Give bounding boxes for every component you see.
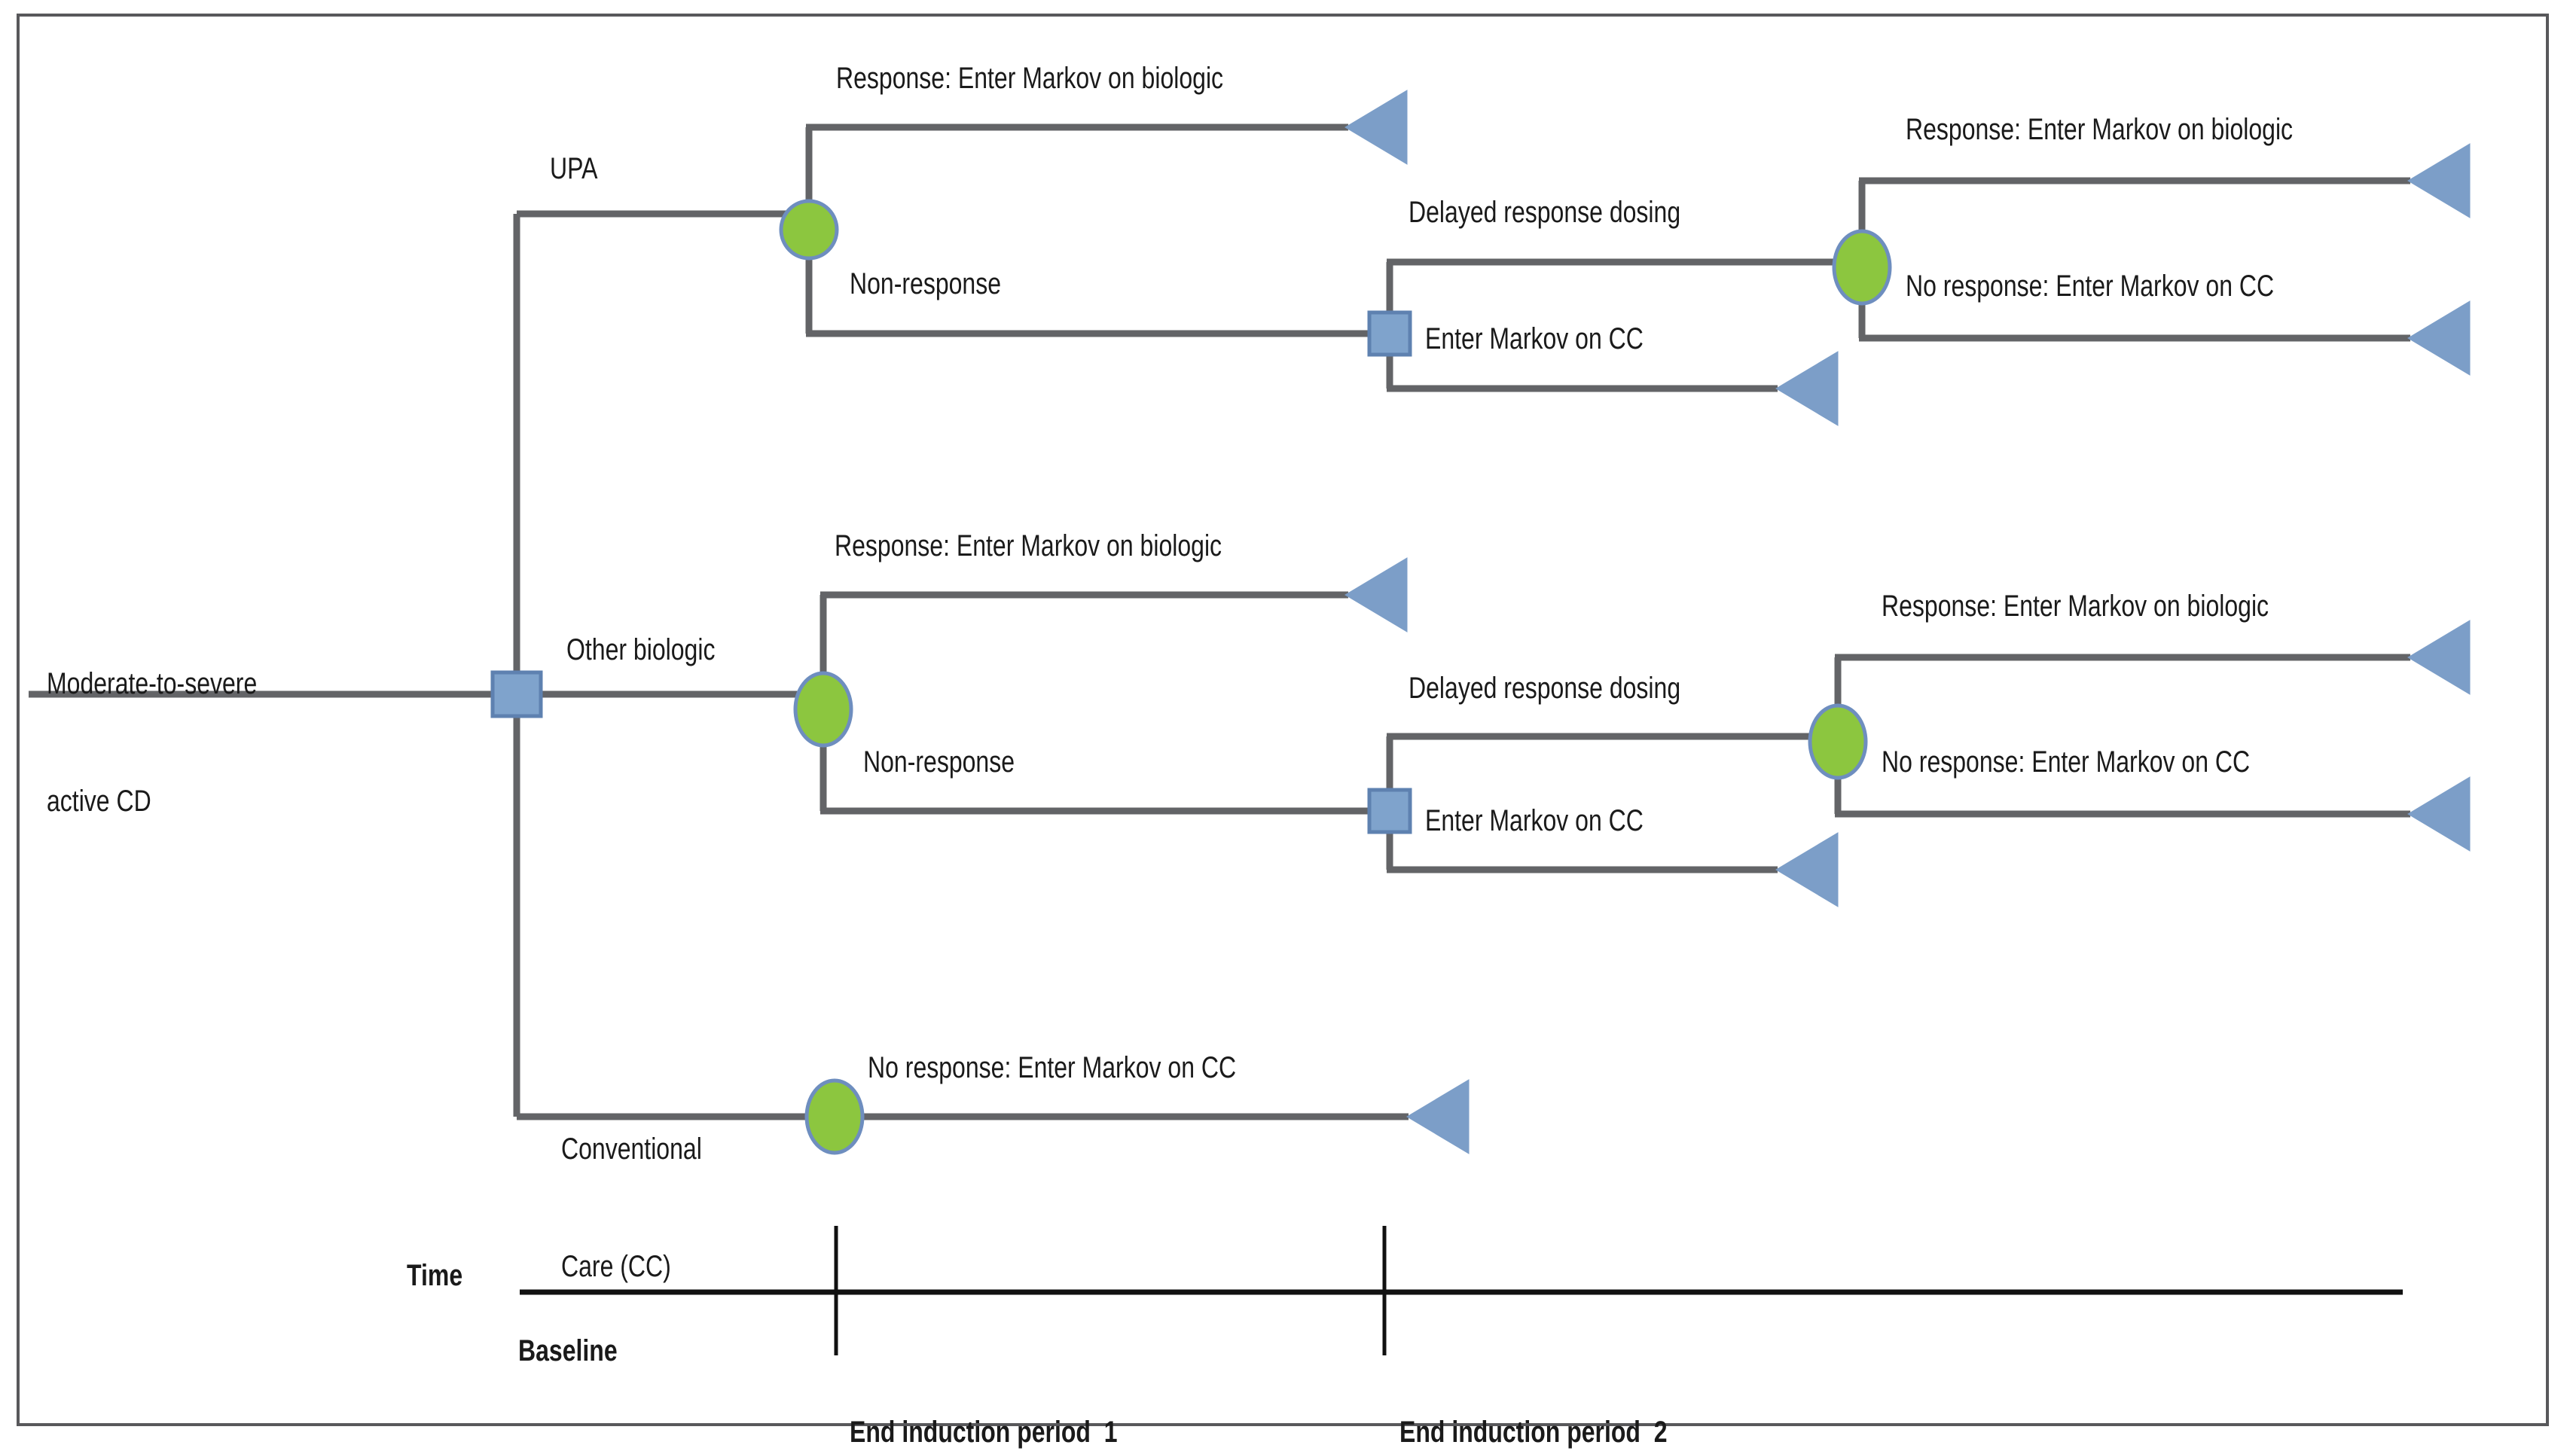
label-upa2-no-response-markov-cc: No response: Enter Markov on CC <box>1906 270 2275 303</box>
terminal-node-upa-enter-cc <box>1775 351 1839 426</box>
label-cc-no-response-markov-cc: No response: Enter Markov on CC <box>868 1051 1237 1084</box>
branch-label-cc-line-2: Care (CC) <box>561 1250 671 1283</box>
chance-node-conventional-care[interactable] <box>804 1078 865 1155</box>
timeline-tick-1-line-1: End induction period 1 <box>850 1416 1118 1449</box>
chance-node-other-biologic-induction-2[interactable] <box>1808 703 1868 780</box>
branch-label-upa: UPA <box>550 152 598 185</box>
label-upa-enter-markov-cc: Enter Markov on CC <box>1425 322 1644 355</box>
timeline-tick-label-induction-1: End induction period 1 (12 weeks for UPA… <box>850 1334 1235 1451</box>
root-label-line-2: active CD <box>47 785 151 818</box>
terminal-node-other-enter-cc <box>1775 832 1839 907</box>
root-branch-lines <box>29 210 823 1120</box>
terminal-node-upa-response <box>1344 90 1408 165</box>
timeline-tick-label-baseline: Baseline <box>518 1334 618 1367</box>
label-other-response-markov-biologic: Response: Enter Markov on biologic <box>835 529 1222 562</box>
label-other-non-response: Non-response <box>863 745 1015 779</box>
terminal-node-other2-response <box>2407 620 2471 695</box>
label-other-delayed-response-dosing: Delayed response dosing <box>1409 672 1681 705</box>
terminal-node-upa2-no-response <box>2407 300 2471 376</box>
label-other2-no-response-markov-cc: No response: Enter Markov on CC <box>1882 745 2251 779</box>
branch-label-conventional-care: Conventional Care (CC) <box>561 1051 778 1364</box>
decision-node-root[interactable] <box>490 670 543 718</box>
terminal-node-other2-no-response <box>2407 776 2471 852</box>
terminal-node-other-response <box>1344 557 1408 633</box>
timeline-tick-2-line-1: End induction period 2 <box>1399 1416 1668 1449</box>
timeline-axis-label: Time <box>407 1259 463 1292</box>
other-biologic-subtree-lines <box>819 591 2410 873</box>
label-upa2-response-markov-biologic: Response: Enter Markov on biologic <box>1906 113 2294 146</box>
chance-node-upa-induction-1[interactable] <box>779 199 839 261</box>
root-label-line-1: Moderate-to-severe <box>47 667 258 700</box>
label-other-enter-markov-cc: Enter Markov on CC <box>1425 804 1644 837</box>
figure-frame <box>17 14 2549 1426</box>
label-upa-non-response: Non-response <box>850 267 1001 300</box>
terminal-node-upa2-response <box>2407 143 2471 218</box>
timeline-graphic <box>520 1226 2403 1355</box>
chance-node-upa-induction-2[interactable] <box>1832 229 1892 306</box>
branch-label-other-biologic: Other biologic <box>566 633 716 666</box>
label-upa-response-markov-biologic: Response: Enter Markov on biologic <box>836 62 1224 95</box>
chance-node-other-biologic-induction-1[interactable] <box>793 671 853 748</box>
decision-node-upa-induction-2[interactable] <box>1367 310 1412 357</box>
label-upa-delayed-response-dosing: Delayed response dosing <box>1409 196 1681 229</box>
terminal-node-cc-no-response <box>1406 1079 1470 1154</box>
branch-label-cc-line-1: Conventional <box>561 1132 702 1166</box>
root-label: Moderate-to-severe active CD <box>47 586 384 899</box>
label-other2-response-markov-biologic: Response: Enter Markov on biologic <box>1882 590 2269 623</box>
decision-node-other-biologic-induction-2[interactable] <box>1367 788 1412 834</box>
timeline-tick-label-induction-2: End induction period 2 (24 weeks for UPA… <box>1399 1334 1785 1451</box>
